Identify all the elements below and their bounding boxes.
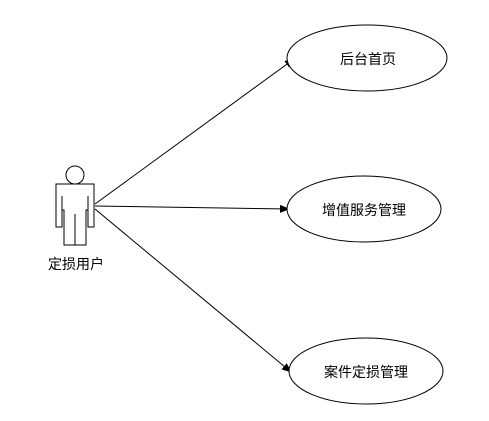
association-arrow-2 — [94, 204, 290, 213]
use-case-ellipses — [286, 24, 448, 405]
use-case-label-2: 增值服务管理 — [322, 203, 406, 219]
use-case-ellipse-1 — [286, 24, 448, 92]
actor-head — [65, 165, 85, 185]
association-arrow-3 — [94, 208, 292, 373]
association-arrow-1 — [94, 58, 295, 205]
use-case-ellipse-2 — [286, 175, 442, 243]
actor-label: 定损用户 — [48, 257, 104, 273]
associations — [94, 58, 295, 373]
use-case-label-1: 后台首页 — [340, 52, 396, 68]
use-case-ellipse-3 — [288, 337, 444, 405]
actor-figure — [55, 165, 95, 246]
use-case-label-3: 案件定损管理 — [324, 365, 408, 381]
